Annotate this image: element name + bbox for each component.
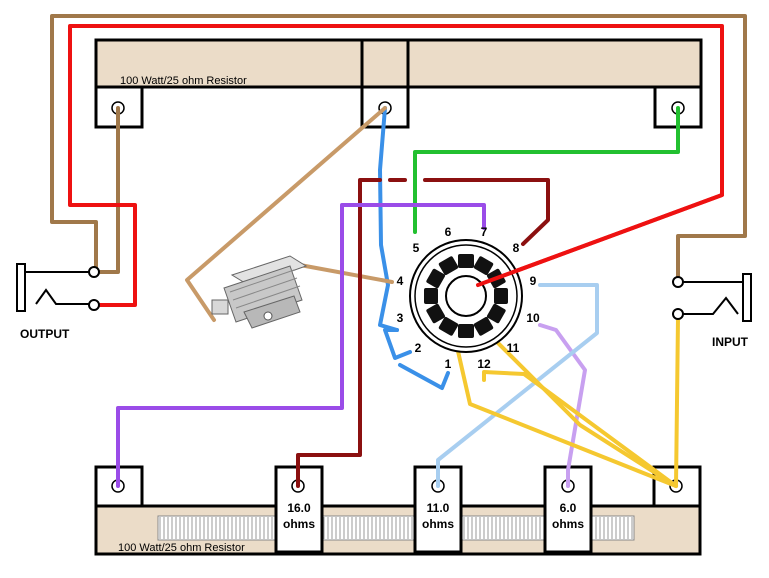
switch-pin-label: 12 <box>477 357 491 371</box>
switch-contact <box>473 256 494 276</box>
switch-contact <box>438 256 459 276</box>
switch-pin-label: 5 <box>413 241 420 255</box>
input-jack-terminal <box>672 308 684 320</box>
switch-contact <box>458 254 474 268</box>
wire-red <box>68 24 724 307</box>
switch-contact <box>458 324 474 338</box>
output-jack: OUTPUT <box>16 263 100 341</box>
bottom-resistor: 16.0 ohms 11.0 ohms 6.0 ohms 100 Watt/25… <box>94 465 702 556</box>
switch-pin-label: 6 <box>445 225 452 239</box>
wire-brown-outer <box>50 14 747 284</box>
wire-yellow-input <box>674 316 680 488</box>
wire-blue <box>378 106 399 332</box>
switch-contact <box>486 303 506 324</box>
switch-contacts <box>424 254 508 338</box>
tap-16-value: 16.0 <box>287 501 311 515</box>
switch-pin-label: 2 <box>415 341 422 355</box>
wire-yellow-pin12 <box>482 370 678 488</box>
wire-light-purple <box>538 323 587 488</box>
output-jack-body <box>16 263 26 312</box>
wire-light-blue <box>436 283 599 488</box>
switch-contact <box>426 268 446 289</box>
wire-green <box>413 106 680 234</box>
switch-contact <box>438 316 459 336</box>
switch-pin-label: 1 <box>445 357 452 371</box>
switch-contact <box>426 303 446 324</box>
wire-brown-output <box>94 106 120 274</box>
output-jack-terminal <box>88 299 100 311</box>
switch-pin-label: 7 <box>481 225 488 239</box>
output-label: OUTPUT <box>20 327 70 341</box>
input-jack: INPUT <box>672 273 752 349</box>
tap-11-value: 11.0 <box>427 501 450 515</box>
wire-dark-red <box>296 178 382 488</box>
wire-blue-pin1 <box>398 363 450 390</box>
wire-tan-pin4 <box>298 263 394 284</box>
switch-pin-label: 4 <box>397 274 404 288</box>
top-resistor: 100 Watt/25 ohm Resistor <box>94 38 703 129</box>
switch-pin-label: 9 <box>530 274 537 288</box>
wire-red-common <box>476 193 724 287</box>
switch-contact <box>473 316 494 336</box>
switch-pin-label: 8 <box>513 241 520 255</box>
output-jack-spring <box>35 288 90 305</box>
switch-contact <box>424 288 438 304</box>
input-jack-spring <box>683 296 739 315</box>
input-jack-body <box>742 273 752 322</box>
switch-pin-label: 3 <box>397 311 404 325</box>
switch-contact <box>494 288 508 304</box>
output-jack-terminal <box>88 266 100 278</box>
wire-blue-pin2 <box>383 328 412 360</box>
power-resistor-icon <box>211 255 308 329</box>
switch-pin-label: 10 <box>526 311 540 325</box>
switch-center <box>445 275 487 317</box>
top-resistor-label: 100 Watt/25 ohm Resistor <box>120 75 247 87</box>
wire-dark-red-pin8 <box>423 178 550 246</box>
tap-11-unit: ohms <box>422 517 454 531</box>
wire-tan <box>185 106 387 322</box>
tap-6-value: 6.0 <box>560 501 577 515</box>
input-label: INPUT <box>712 335 749 349</box>
tap-16-unit: ohms <box>283 517 315 531</box>
switch-pin-label: 11 <box>507 341 520 355</box>
top-resistor-center-band <box>360 38 410 89</box>
wires <box>50 14 747 488</box>
bottom-resistor-label: 100 Watt/25 ohm Resistor <box>118 542 245 554</box>
input-jack-terminal <box>672 276 684 288</box>
wire-purple <box>116 203 486 488</box>
tap-6-unit: ohms <box>552 517 584 531</box>
